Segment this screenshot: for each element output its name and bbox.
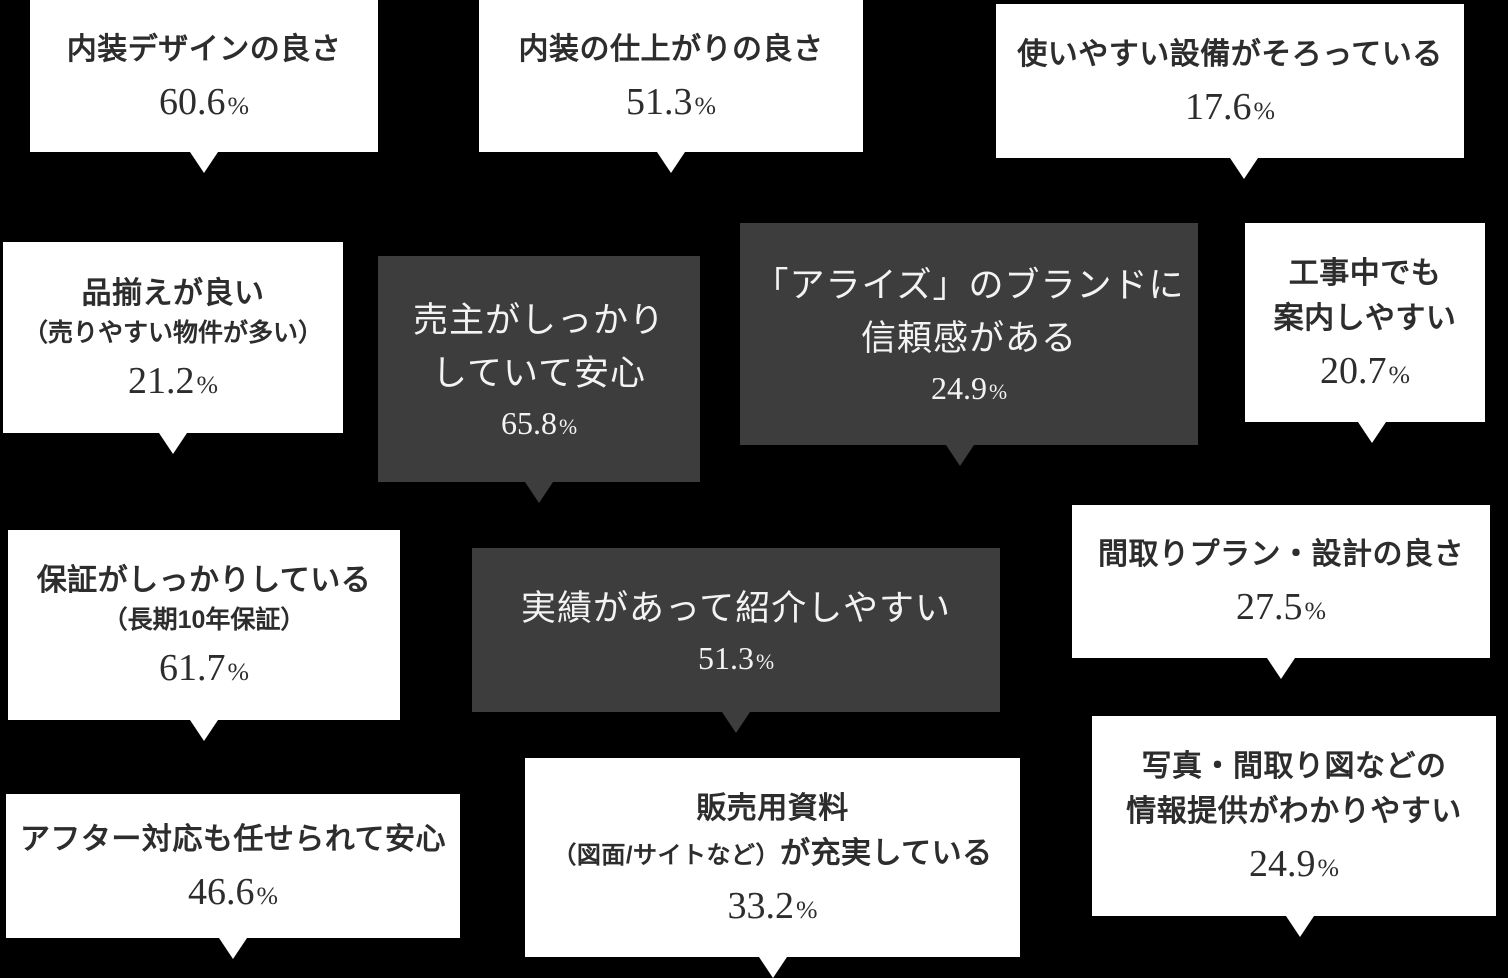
bubble-title: 販売用資料 <box>696 791 849 825</box>
bubble-interior-design: 内装デザインの良さ 60.6% <box>30 0 378 173</box>
bubble-title-line2: 情報提供がわかりやすい <box>1126 795 1462 829</box>
bubble-title: 工事中でも <box>1288 256 1442 290</box>
bubble-percent: 60.6% <box>158 80 249 123</box>
bubble-proven-track-record: 実績があって紹介しやすい 51.3% <box>472 548 1000 733</box>
bubble-title: 「アライズ」のブランドに <box>753 266 1185 306</box>
bubble-solid-warranty: 保証がしっかりしている （長期10年保証） 61.7% <box>8 530 400 741</box>
bubble-percent: 20.7% <box>1319 349 1410 392</box>
bubble-floor-plan-quality: 間取りプラン・設計の良さ 27.5% <box>1072 505 1490 679</box>
bubble-after-sales-support: アフター対応も任せられて安心 46.6% <box>6 794 460 959</box>
bubble-sales-materials: 販売用資料 （図面/サイトなど）が充実している 33.2% <box>525 758 1020 978</box>
percent-unit: % <box>196 369 218 399</box>
bubble-percent: 17.6% <box>1184 85 1275 128</box>
percent-unit: % <box>755 650 775 675</box>
bubble-percent: 33.2% <box>727 884 818 927</box>
bubble-interior-finish: 内装の仕上がりの良さ 51.3% <box>479 0 863 173</box>
bubble-title-line2: していて安心 <box>432 353 646 393</box>
bubble-percent: 27.5% <box>1235 586 1326 629</box>
bubble-reliable-seller: 売主がしっかり していて安心 65.8% <box>378 256 700 503</box>
bubble-percent: 51.3% <box>625 80 716 123</box>
bubble-title: 内装デザインの良さ <box>66 32 342 66</box>
bubble-title: 写真・間取り図などの <box>1141 750 1447 784</box>
bubble-title: 品揃えが良い <box>81 276 265 310</box>
bubble-title-paren: （図面/サイトなど） <box>552 841 781 869</box>
bubble-subtitle: （売りやすい物件が多い） <box>22 318 323 347</box>
bubble-arise-brand-trust: 「アライズ」のブランドに 信頼感がある 24.9% <box>740 223 1198 466</box>
percent-unit: % <box>1304 596 1326 626</box>
bubble-title-line2: （図面/サイトなど）が充実している <box>552 836 993 870</box>
bubble-percent: 51.3% <box>697 640 775 677</box>
bubble-clear-information: 写真・間取り図などの 情報提供がわかりやすい 24.9% <box>1092 716 1496 937</box>
bubble-percent: 24.9% <box>1248 843 1339 886</box>
bubble-percent: 46.6% <box>187 870 278 913</box>
percent-unit: % <box>988 380 1008 405</box>
bubble-percent: 61.7% <box>158 647 249 690</box>
bubble-title: 実績があって紹介しやすい <box>521 588 951 628</box>
percent-unit: % <box>1388 359 1410 389</box>
percent-unit: % <box>558 415 578 440</box>
percent-unit: % <box>227 657 249 687</box>
bubble-good-product-lineup: 品揃えが良い （売りやすい物件が多い） 21.2% <box>3 242 343 454</box>
bubble-title: 保証がしっかりしている <box>36 564 372 598</box>
bubble-title-line2: 案内しやすい <box>1273 301 1457 335</box>
bubble-title: 内装の仕上がりの良さ <box>518 32 824 66</box>
percent-unit: % <box>1253 95 1275 125</box>
percent-unit: % <box>795 894 818 924</box>
bubble-percent: 21.2% <box>127 359 218 402</box>
bubble-title: 間取りプラン・設計の良さ <box>1098 538 1464 572</box>
bubble-title: 使いやすい設備がそろっている <box>1017 37 1443 71</box>
percent-unit: % <box>1317 853 1339 883</box>
percent-unit: % <box>256 880 278 910</box>
bubble-title: アフター対応も任せられて安心 <box>19 822 447 856</box>
bubble-easy-to-use-equipment: 使いやすい設備がそろっている 17.6% <box>996 4 1464 179</box>
bubble-percent: 65.8% <box>500 405 578 442</box>
bubble-subtitle: （長期10年保証） <box>102 606 306 635</box>
percent-unit: % <box>694 90 716 120</box>
bubble-title-line2: 信頼感がある <box>860 318 1077 358</box>
bubble-guide-during-construction: 工事中でも 案内しやすい 20.7% <box>1245 223 1485 443</box>
percent-unit: % <box>227 90 249 120</box>
bubble-percent: 24.9% <box>930 370 1008 407</box>
bubble-title: 売主がしっかり <box>412 301 665 341</box>
